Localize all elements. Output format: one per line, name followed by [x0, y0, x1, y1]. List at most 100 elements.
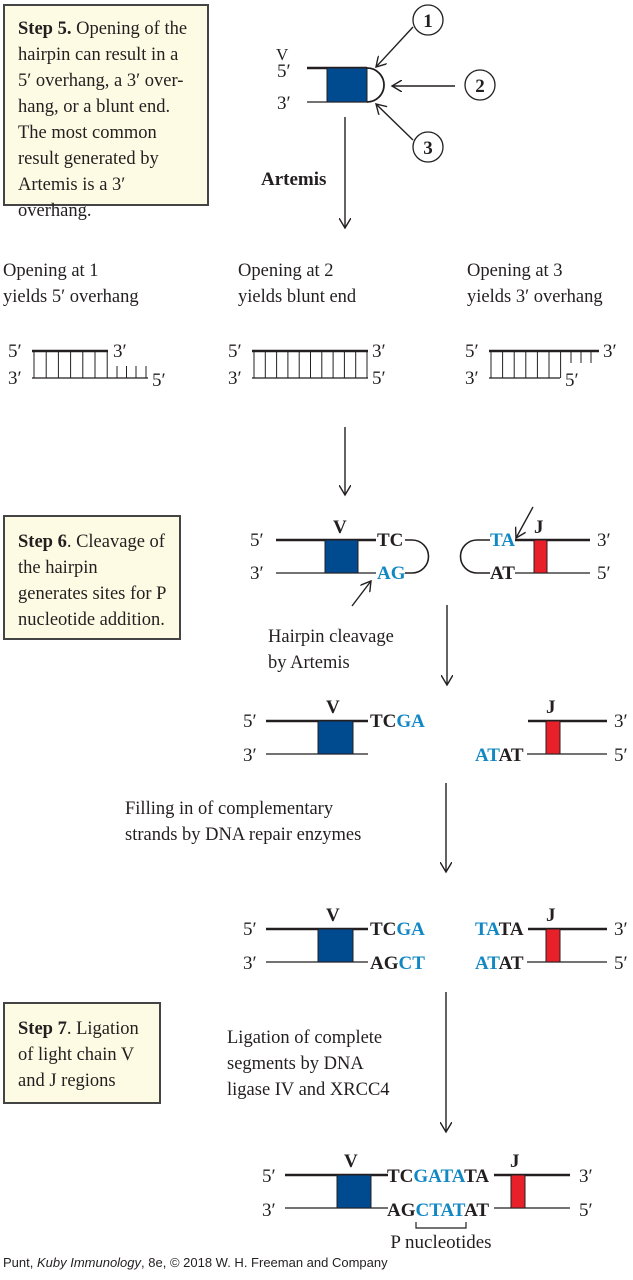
- v-label: V: [326, 905, 340, 926]
- opening-2-diagram: 5′ 3′ 3′ 5′: [228, 341, 386, 389]
- filled-diagram: 5′ 3′ V TCGA AGCT TATA ATAT J 3′ 5′: [243, 905, 628, 974]
- site-3-circle: [412, 131, 444, 163]
- p-nucleotides-label: P nucleotides: [390, 1232, 491, 1253]
- credit-line: Punt, Kuby Immunology, 8e, © 2018 W. H. …: [3, 1255, 388, 1270]
- svg-text:3′: 3′: [262, 1200, 276, 1221]
- svg-text:5′: 5′: [228, 341, 242, 362]
- step5-title: Step 5.: [18, 19, 72, 39]
- svg-text:5′: 5′: [597, 563, 611, 584]
- j-segment-block: [533, 539, 548, 574]
- svg-text:5′: 5′: [250, 530, 264, 551]
- hairpin-loop: [366, 67, 385, 103]
- artemis-label: Artemis: [261, 169, 326, 190]
- step6-text: . Cleavage of the hairpin generates site…: [18, 532, 166, 630]
- arrow-site-3: [376, 104, 414, 141]
- svg-text:3′: 3′: [579, 1166, 593, 1187]
- three-prime-label: 3′: [277, 93, 291, 114]
- svg-text:AGCTATAT: AGCTATAT: [387, 1200, 489, 1221]
- svg-text:AT: AT: [490, 563, 515, 584]
- svg-text:5′: 5′: [152, 370, 166, 391]
- site-3-label: 3: [423, 138, 433, 159]
- site-2-circle: [464, 69, 496, 101]
- j-segment-block: [545, 720, 561, 755]
- svg-text:3′: 3′: [597, 530, 611, 551]
- svg-text:5′: 5′: [465, 341, 479, 362]
- j-label: J: [534, 517, 544, 538]
- site-1-circle: [412, 4, 444, 36]
- svg-text:3′: 3′: [614, 919, 628, 940]
- svg-text:5′: 5′: [614, 745, 628, 766]
- svg-text:3′: 3′: [228, 368, 242, 389]
- cleaved-diagram: 5′ 3′ V TCGA ATAT J 3′ 5′: [243, 697, 628, 766]
- j-segment-block: [545, 928, 561, 963]
- v-segment-block: [317, 928, 354, 963]
- svg-text:5′: 5′: [579, 1200, 593, 1221]
- j-label: J: [546, 905, 556, 926]
- v-segment-block: [324, 539, 359, 574]
- v-segment-block: [326, 67, 368, 103]
- j-hairpin-loop: [459, 539, 490, 574]
- svg-text:3′: 3′: [603, 341, 617, 362]
- ligated-diagram: 5′ 3′ V TCGATATA AGCTATAT J 3′ 5′ P nucl…: [262, 1151, 593, 1253]
- svg-text:3′: 3′: [372, 341, 386, 362]
- svg-text:TCGA: TCGA: [370, 919, 425, 940]
- v-label: V: [344, 1151, 358, 1172]
- site-1-label: 1: [423, 11, 433, 32]
- site-2-label: 2: [475, 76, 485, 97]
- svg-text:5′: 5′: [243, 919, 257, 940]
- arrow-cleave-j: [516, 506, 534, 538]
- j-segment-block: [510, 1174, 526, 1209]
- svg-text:3′: 3′: [243, 953, 257, 974]
- hairpin-top: 5′ 3′ V 1 2 3 Artemis: [261, 4, 496, 228]
- svg-text:3′: 3′: [250, 563, 264, 584]
- svg-text:5′: 5′: [614, 953, 628, 974]
- step6-title: Step 6: [18, 532, 67, 552]
- svg-text:5′: 5′: [262, 1166, 276, 1187]
- v-label: V: [333, 517, 347, 538]
- svg-text:TCGATATA: TCGATATA: [387, 1166, 489, 1187]
- p-nucleotide-bracket: [415, 1222, 467, 1229]
- j-label: J: [510, 1151, 520, 1172]
- svg-text:3′: 3′: [614, 711, 628, 732]
- arrow-site-1: [376, 26, 414, 67]
- v-label: V: [326, 697, 340, 718]
- step7-box: Step 7. Ligation of light chain V and J …: [3, 1002, 161, 1104]
- svg-text:ATAT: ATAT: [475, 953, 524, 974]
- svg-text:5′: 5′: [8, 341, 22, 362]
- svg-text:5′: 5′: [243, 711, 257, 732]
- step7-title: Step 7: [18, 1019, 67, 1039]
- five-prime-label: 5′: [277, 61, 291, 82]
- v-label: V: [276, 45, 289, 64]
- v-segment-block: [336, 1174, 372, 1209]
- svg-text:AG: AG: [377, 563, 406, 584]
- v-hairpin-loop: [405, 539, 430, 574]
- j-label: J: [546, 697, 556, 718]
- svg-text:3′: 3′: [8, 368, 22, 389]
- svg-text:TA: TA: [490, 530, 515, 551]
- step5-box: Step 5. Opening of the hairpin can resul…: [3, 4, 209, 221]
- svg-text:TC: TC: [377, 530, 403, 551]
- v-segment-block: [317, 720, 354, 755]
- step6-box: Step 6. Cleavage of the hairpin generate…: [3, 515, 181, 640]
- svg-text:3′: 3′: [113, 341, 127, 362]
- step5-text: Opening of the hairpin can result in a 5…: [18, 19, 188, 221]
- svg-text:3′: 3′: [243, 745, 257, 766]
- step7-text: . Ligation of light chain V and J region…: [18, 1019, 139, 1091]
- cleavage-diagram: 5′ 3′ V TC AG TA AT J 3′ 5′: [250, 506, 611, 607]
- arrow-cleave-v: [351, 581, 371, 607]
- opening-1-diagram: 5′ 3′ 3′ 5′: [8, 341, 166, 391]
- svg-text:TCGA: TCGA: [370, 711, 425, 732]
- svg-text:5′: 5′: [565, 370, 579, 391]
- svg-text:5′: 5′: [372, 368, 386, 389]
- svg-text:TATA: TATA: [475, 919, 524, 940]
- opening-3-diagram: 5′ 3′ 3′ 5′: [465, 341, 617, 391]
- svg-text:AGCT: AGCT: [370, 953, 425, 974]
- svg-text:ATAT: ATAT: [475, 745, 524, 766]
- svg-text:3′: 3′: [465, 368, 479, 389]
